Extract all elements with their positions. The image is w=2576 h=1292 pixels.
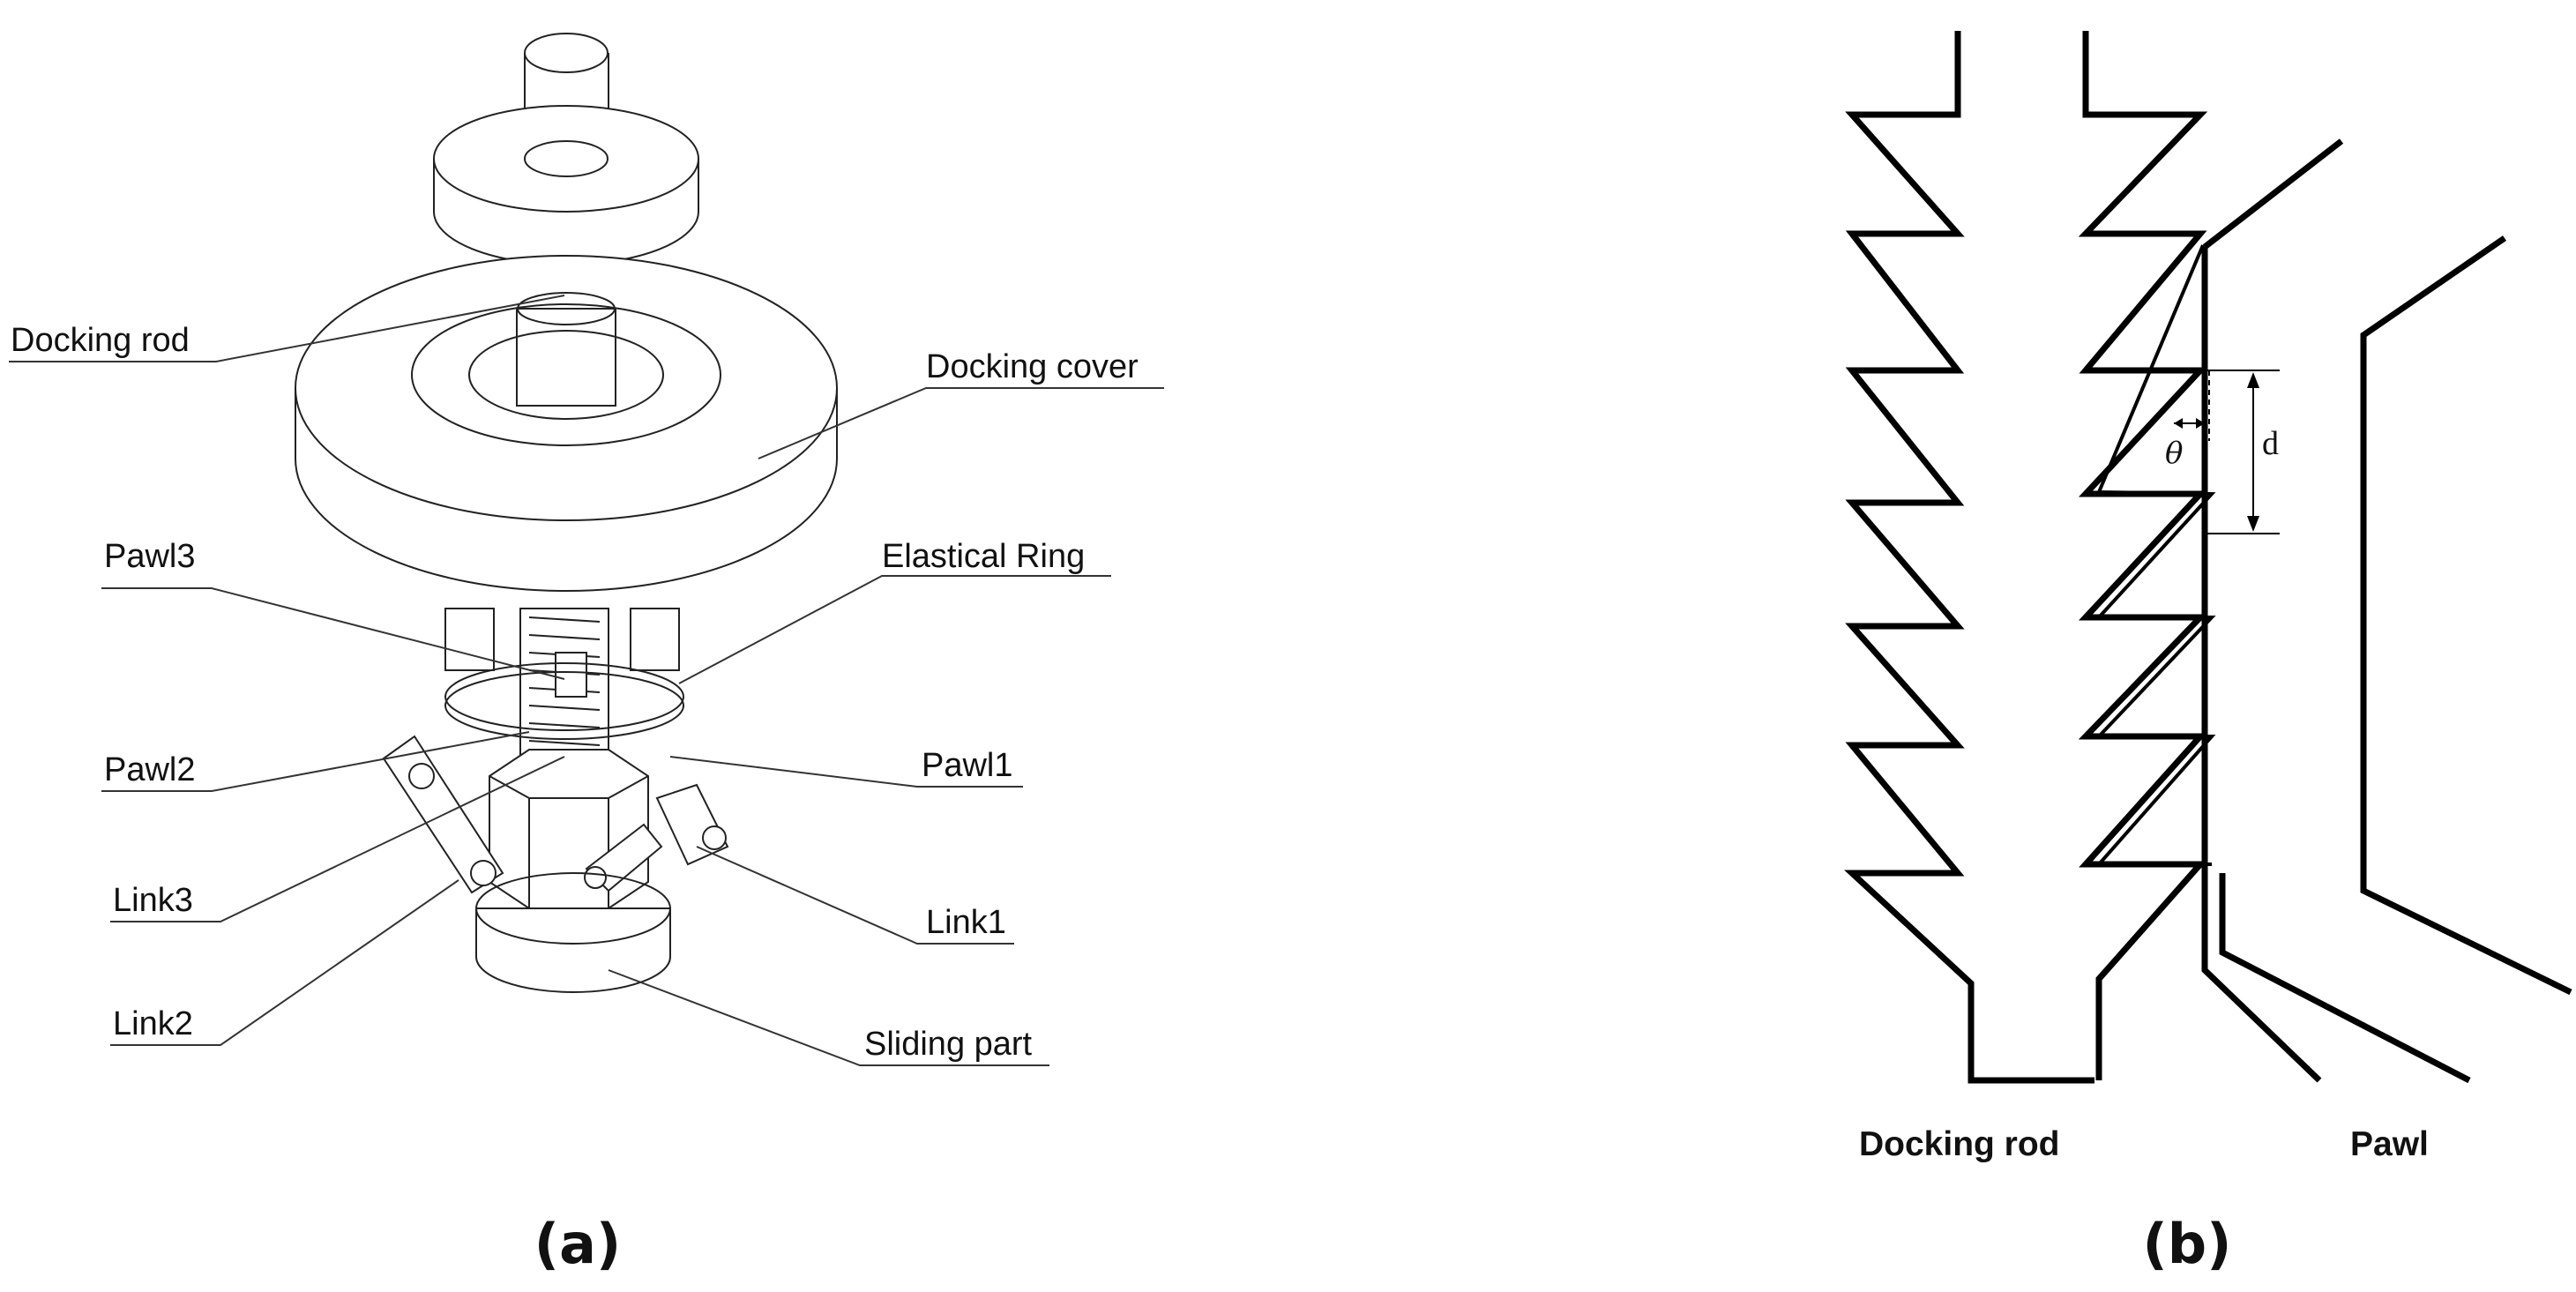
label-sliding-part: Sliding part: [864, 1026, 1033, 1063]
panel-a-labels: Docking rod Docking cover Pawl3 Elastica…: [11, 322, 1139, 1063]
label-link3: Link3: [113, 882, 193, 919]
label-d: d: [2262, 425, 2279, 462]
label-pawl: Pawl: [2350, 1125, 2429, 1163]
label-docking-cover: Docking cover: [926, 348, 1139, 385]
panel-a-drawing: [295, 33, 838, 993]
panel-a-leaders: [9, 295, 1164, 1066]
panel-b-labels: θ d Docking rod Pawl: [1859, 425, 2429, 1163]
label-theta: θ: [2165, 436, 2183, 471]
panel-b-drawing: [1844, 31, 2572, 1084]
label-docking-rod-a: Docking rod: [11, 322, 190, 359]
label-link2: Link2: [113, 1005, 193, 1042]
label-pawl3: Pawl3: [104, 538, 196, 575]
label-elastical-ring: Elastical Ring: [882, 538, 1085, 575]
caption-a: (a): [534, 1212, 622, 1276]
label-docking-rod-b: Docking rod: [1859, 1125, 2060, 1163]
label-link1: Link1: [926, 904, 1006, 941]
caption-b: (b): [2142, 1212, 2231, 1276]
label-pawl2: Pawl2: [104, 751, 196, 788]
label-pawl1: Pawl1: [922, 747, 1013, 784]
